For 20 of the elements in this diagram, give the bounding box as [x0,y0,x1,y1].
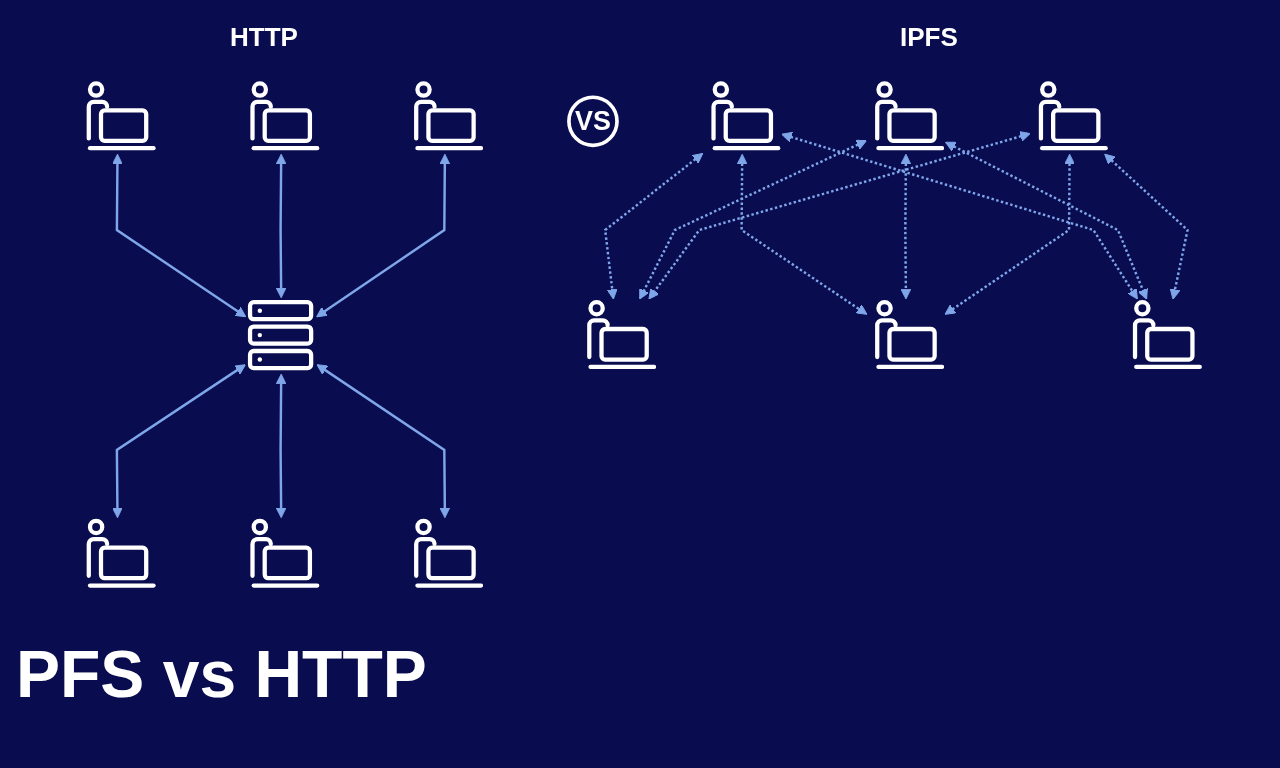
node-circle: VS [567,95,619,148]
arrow [648,131,1031,300]
arrow [275,153,287,299]
arrow [1104,153,1189,300]
arrow [944,153,1075,315]
arrow [112,153,247,318]
arrow [112,364,246,519]
arrow [603,152,704,300]
arrow [781,131,1138,300]
arrow [945,141,1148,300]
arrow [275,373,287,519]
arrow [316,364,451,519]
node-server [245,297,316,373]
arrow [900,153,912,300]
arrow [316,153,451,318]
arrow [639,139,867,300]
diagram-title: PFS vs HTTP [16,636,427,712]
section-heading: IPFS [900,22,958,53]
section-heading: HTTP [230,22,298,53]
arrow [736,153,868,315]
